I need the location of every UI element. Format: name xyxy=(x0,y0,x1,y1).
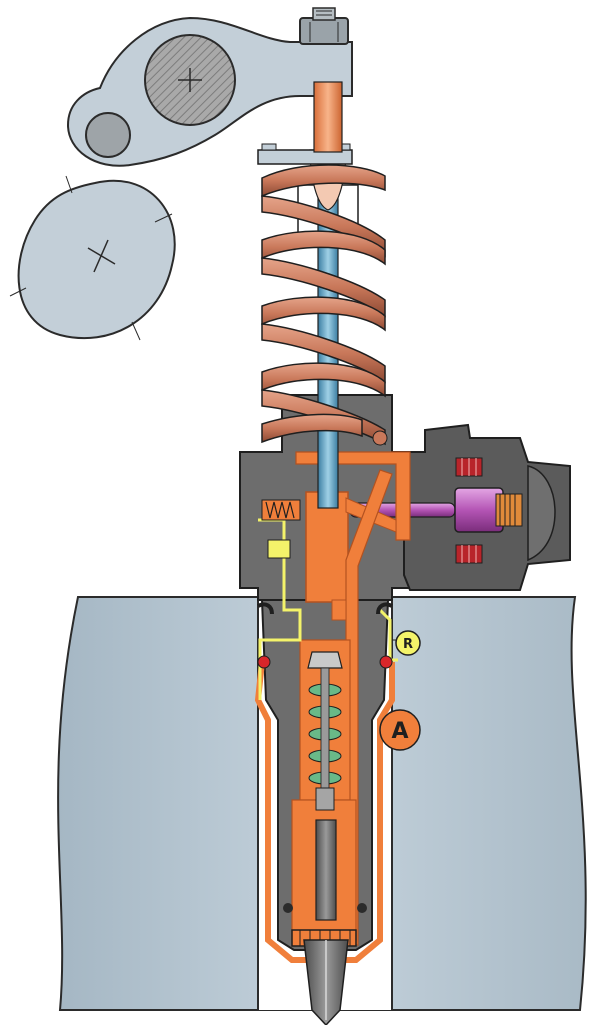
o-ring-right xyxy=(379,655,393,669)
callout-return-line: R xyxy=(392,630,421,656)
plunger-return-spring xyxy=(261,164,388,446)
nozzle-spring xyxy=(307,651,343,811)
supply-line-label: A xyxy=(391,719,408,744)
camshaft-lobe xyxy=(9,175,176,341)
rocker-arm xyxy=(66,7,353,167)
solenoid-valve-housing xyxy=(349,423,571,591)
injector-nozzle xyxy=(303,819,349,1025)
o-ring-seals xyxy=(257,602,393,913)
return-line-label: R xyxy=(403,637,413,652)
callout-supply-line: A xyxy=(379,709,421,751)
o-ring-left xyxy=(257,655,271,669)
spill-valve-spring xyxy=(261,499,301,521)
adjusting-screw xyxy=(299,17,349,45)
cam-roller xyxy=(85,112,131,158)
